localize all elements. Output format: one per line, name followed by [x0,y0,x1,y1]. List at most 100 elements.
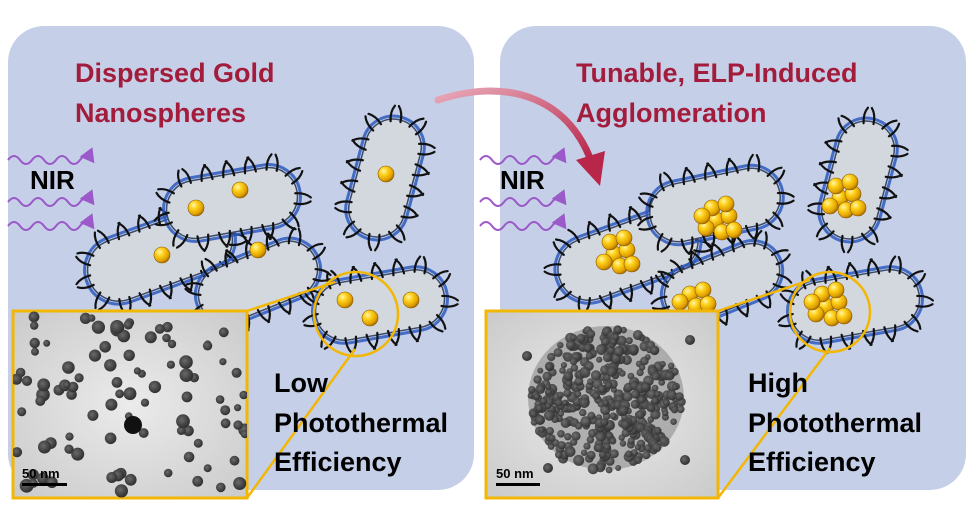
tem-particle [13,373,23,385]
tem-particle [117,329,131,343]
gold-nanosphere-icon [693,207,711,225]
gold-nanosphere-icon [615,229,633,247]
left-tem-inset: 50 nm [11,309,249,500]
tem-particle [37,472,49,485]
tem-particle [219,358,227,366]
left-scale-bar [22,483,67,486]
left-title-line1: Dispersed Gold [75,58,275,88]
tem-particle [133,367,141,375]
left-efficiency-line1: Low [274,368,329,398]
left-efficiency-line3: Efficiency [274,447,402,477]
tem-particle [192,475,204,487]
tem-particle [35,396,46,406]
left-scale-label: 50 nm [22,466,60,481]
left-title-line2: Nanospheres [75,98,246,128]
right-efficiency-line2: Photothermal [748,408,922,438]
gold-nanosphere-icon [153,246,171,264]
tem-particle [88,349,102,362]
tem-particle [65,432,74,441]
gold-nanosphere-icon [827,177,845,195]
gold-nanosphere-icon [717,195,735,213]
right-title-line2: Agglomeration [576,98,767,128]
tem-particle [218,327,229,338]
tem-particle [233,477,247,490]
tem-particle [162,321,173,333]
tem-particle [179,355,193,369]
gold-nanosphere-icon [821,197,839,215]
tem-particle [115,389,124,399]
left-nir-waves [7,147,95,231]
tem-particle [111,377,123,388]
tem-particle [123,349,135,361]
gold-nanosphere-icon [187,199,205,217]
gold-nanosphere-icon [377,165,395,183]
right-nir-waves [479,147,567,231]
tem-particle [99,341,111,353]
gold-nanosphere-icon [835,307,853,325]
tem-particle [148,380,162,394]
right-tem-inset: 50 nm [484,309,720,500]
tem-particle [28,311,40,323]
tem-particle [229,455,240,466]
tem-particle [179,368,194,383]
tem-particle [106,472,118,483]
tem-particle [239,390,247,400]
right-title-line1: Tunable, ELP-Induced [576,58,858,88]
tem-particle [240,430,247,439]
right-efficiency-line1: High [748,368,808,398]
tem-particle [104,432,117,445]
gold-nanosphere-icon [803,293,821,311]
right-efficiency-line3: Efficiency [748,447,876,477]
gold-nanosphere-icon [595,253,613,271]
gold-nanosphere-icon [336,291,354,309]
tem-particle [13,447,23,458]
left-nir-label: NIR [30,165,75,195]
wavy-arrow-icon [479,189,567,207]
tem-particle [110,320,124,334]
left-zoom-circle [312,270,400,358]
gold-nanosphere-icon [601,233,619,251]
tem-particle [88,314,96,322]
tem-particle [216,482,226,493]
tem-particle [27,469,39,481]
tem-particle [140,398,150,407]
right-zoom-connectors [716,278,832,499]
tem-particle [124,416,142,434]
tem-particle [79,312,92,324]
right-zoom-circle [788,270,872,354]
tem-particle [138,428,149,438]
gold-nanosphere-icon [231,181,249,199]
wavy-arrow-icon [479,147,567,165]
wavy-arrow-icon [7,147,95,165]
tem-particle [38,440,51,454]
tem-particle [91,320,105,334]
gold-nanosphere-icon [361,309,379,327]
tem-particle [62,361,75,374]
right-scale-label: 50 nm [496,466,534,481]
tem-particle [71,447,85,461]
wavy-arrow-icon [7,213,95,231]
tem-particle [144,331,157,344]
tem-particle [104,359,117,372]
tem-particle [233,420,243,430]
tem-particle [31,347,39,356]
tem-particle [37,378,51,392]
gold-nanosphere-icon [249,241,267,259]
gold-nanosphere-icon [694,281,712,299]
wavy-arrow-icon [479,213,567,231]
tem-particle [231,367,242,378]
gold-nanosphere-icon [725,221,743,239]
cell-left-2 [153,153,312,253]
tem-particle [163,468,173,478]
tem-particle [166,360,175,369]
tem-particle [215,395,225,404]
tem-particle [114,484,128,498]
tem-particle [21,375,33,386]
tem-particle [123,387,137,401]
tem-particle [105,398,118,411]
gold-nanosphere-icon [623,255,641,273]
tem-particle [234,404,242,412]
tem-particle [202,341,213,351]
tem-particle [67,381,79,393]
